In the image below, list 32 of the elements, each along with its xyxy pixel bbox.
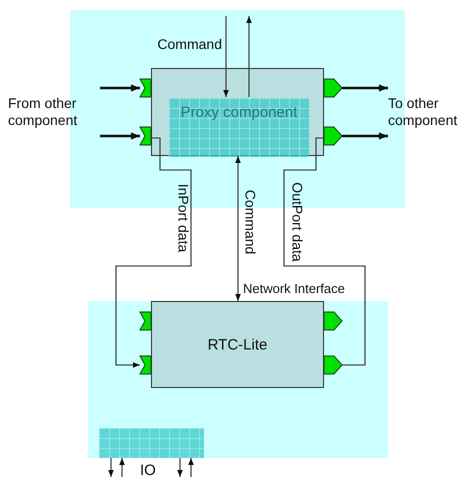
edge-label: OutPort data (288, 182, 306, 262)
output-port (324, 79, 342, 97)
arrow (223, 16, 229, 97)
grid-bar (99, 428, 204, 458)
arrow (100, 84, 140, 92)
output-port (324, 127, 342, 145)
text-label: From other component (8, 80, 100, 144)
node-label: RTC-Lite (208, 336, 268, 353)
arrow (342, 84, 388, 92)
io-label: IO (140, 463, 156, 479)
connector-line (283, 137, 366, 366)
arrow (119, 458, 125, 477)
arrow (342, 132, 388, 140)
arrow (177, 458, 183, 477)
output-port (324, 312, 342, 330)
edge-label: Command (242, 190, 258, 254)
arrow (246, 16, 252, 97)
text-label: Command (156, 36, 222, 53)
edge-label: InPort data (174, 184, 192, 252)
arrow (115, 137, 192, 368)
arrow (108, 458, 114, 477)
output-port (324, 356, 342, 374)
component-area (88, 301, 388, 458)
node-label: Proxy component (180, 104, 298, 121)
arrow (100, 132, 140, 140)
text-label: Network Interface (243, 280, 346, 297)
component-box (151, 301, 324, 388)
arrow (235, 156, 241, 301)
text-label: To other component (388, 80, 474, 144)
arrow (188, 458, 194, 477)
component-box (151, 68, 324, 156)
grid-panel (169, 98, 309, 157)
